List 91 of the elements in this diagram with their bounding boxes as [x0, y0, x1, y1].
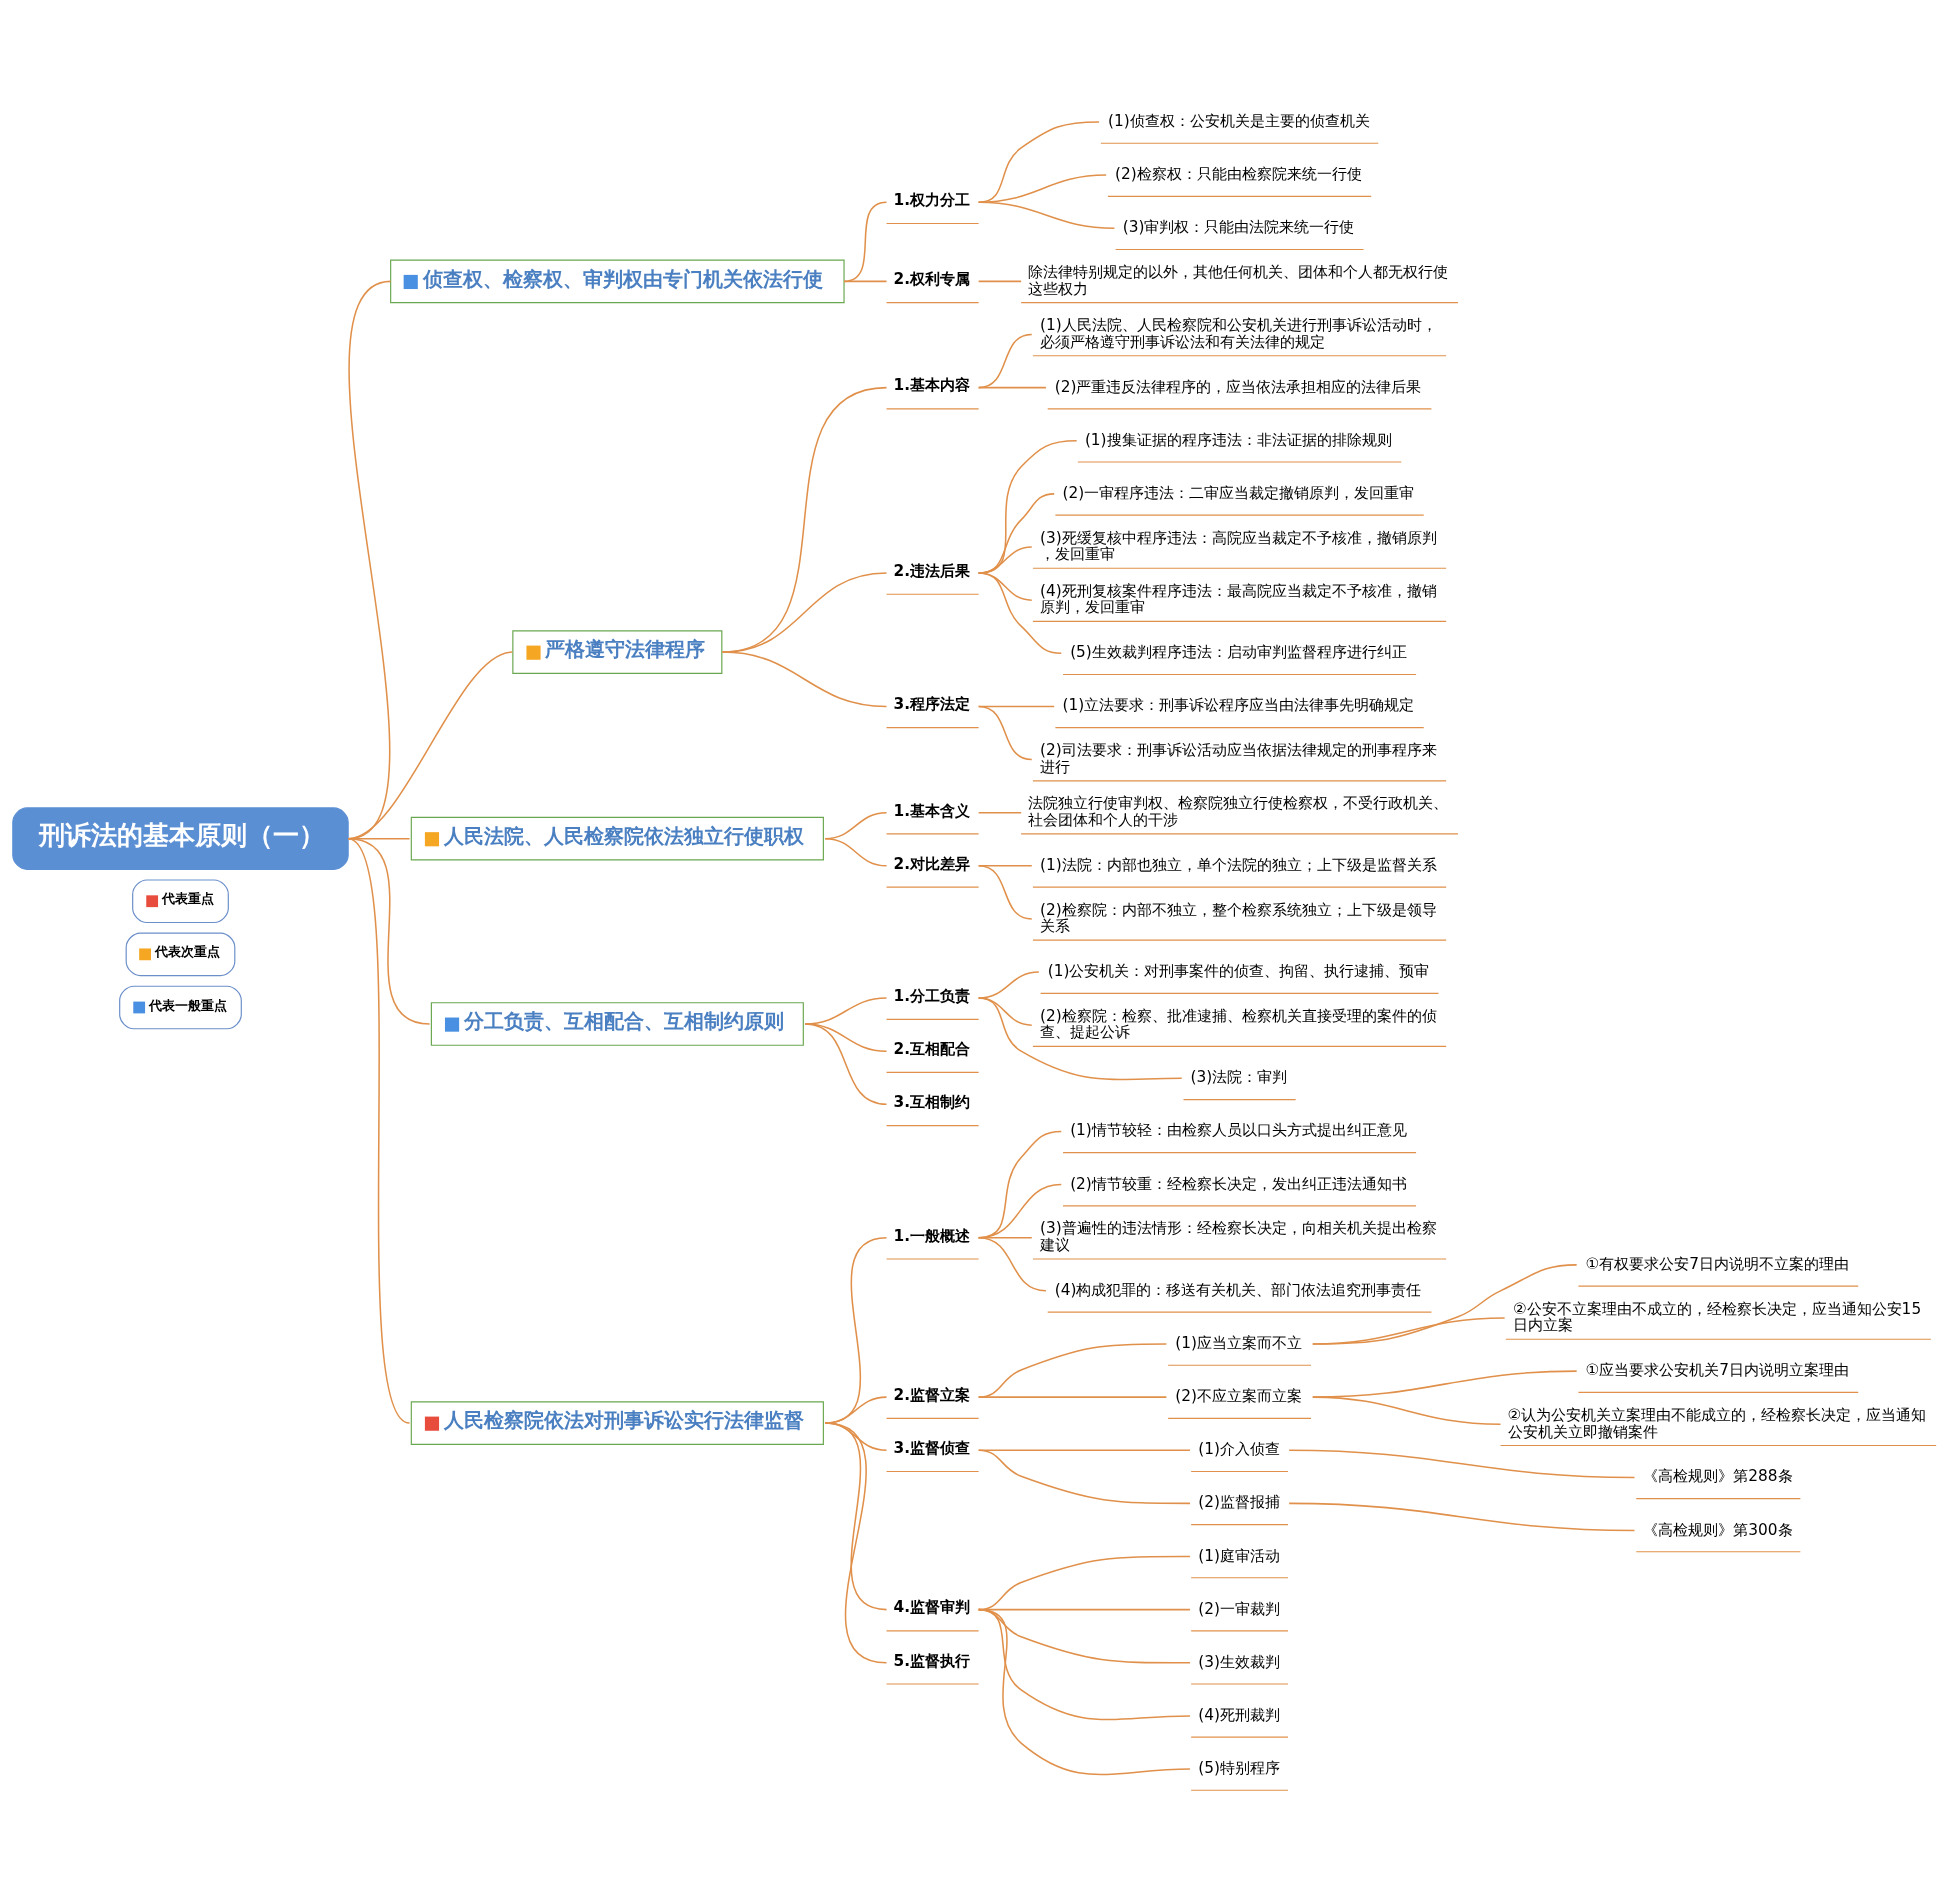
node-text: (2)检察权：只能由检察院来统一行使 — [1115, 165, 1362, 184]
node-text: 1.一般概述 — [893, 1226, 971, 1245]
legend-label: 代表一般重点 — [148, 997, 227, 1013]
connector — [721, 651, 888, 708]
connector — [1288, 1449, 1636, 1479]
node-text: 2.违法后果 — [893, 561, 971, 580]
node-box: 刑诉法的基本原则（一） — [12, 807, 349, 870]
connector — [977, 1236, 1047, 1292]
connector — [824, 1422, 888, 1664]
connector — [977, 1343, 1168, 1398]
node-text: 《高检规则》第288条 — [1643, 1467, 1793, 1486]
node-box: 分工负责、互相配合、互相制约原则 — [430, 1002, 804, 1046]
node-text: (2)监督报捕 — [1198, 1493, 1280, 1512]
node-text: (1)情节较轻：由检察人员以口头方式提出纠正意见 — [1070, 1121, 1407, 1140]
node-text: (5)特别程序 — [1198, 1759, 1280, 1778]
node-text: (1)人民法院、人民检察院和公安机关进行刑事诉讼活动时，必须严格遵守刑事诉讼法和有关法律的规定 — [1040, 316, 1437, 351]
node-box: 侦查权、检察权、审判权由专门机关依法行使 — [390, 259, 845, 304]
node-text: ①应当要求公安机关7日内说明立案理由 — [1585, 1361, 1849, 1380]
node-text: ②公安不立案理由不成立的，经检察长决定，应当通知公安15日内立案 — [1512, 1299, 1922, 1335]
node-text: 1.权力分工 — [893, 191, 971, 210]
node-text: (2)司法要求：刑事诉讼活动应当依据法律规定的刑事程序来进行 — [1040, 741, 1437, 776]
node-text: (3)审判权：只能由法院来统一行使 — [1122, 218, 1355, 237]
connector — [824, 837, 888, 867]
node-text: (2)不应立案而立案 — [1175, 1387, 1302, 1406]
connector — [347, 280, 392, 840]
connector — [1312, 1396, 1502, 1426]
node-text: 2.监督立案 — [893, 1385, 971, 1404]
connector — [977, 1608, 1191, 1776]
node-text: (3)死缓复核中程序违法：高院应当裁定不予核准，撤销原判，发回重审 — [1040, 528, 1437, 564]
node-text: (4)构成犯罪的：移送有关机关、部门依法追究刑事责任 — [1054, 1280, 1422, 1299]
node-text: 3.互相制约 — [893, 1093, 971, 1112]
connector — [977, 174, 1107, 204]
node-box: 严格遵守法律程序 — [512, 630, 723, 674]
node-text: ②认为公安机关立案理由不能成立的，经检察长决定，应当通知公安机关立即撤销案件 — [1507, 1406, 1927, 1441]
node-text: 5.监督执行 — [893, 1651, 971, 1670]
node-text: ①有权要求公安7日内说明不立案的理由 — [1585, 1254, 1849, 1273]
connector — [977, 201, 1116, 229]
node-text: 1.分工负责 — [893, 986, 971, 1005]
node-text: 2.互相配合 — [893, 1040, 971, 1058]
node-text: 2.权利专属 — [893, 270, 971, 289]
node-text: (5)生效裁判程序违法：启动审判监督程序进行纠正 — [1070, 643, 1407, 662]
node-text: 1.基本含义 — [893, 801, 971, 820]
node-text: 1.基本内容 — [893, 376, 971, 395]
node-box: 人民法院、人民检察院依法独立行使职权 — [410, 816, 824, 861]
node-text: (4)死刑裁判 — [1198, 1705, 1280, 1724]
connector — [977, 1608, 1191, 1721]
connector — [977, 386, 1047, 389]
connector — [977, 572, 1063, 655]
node-text: (1)庭审活动 — [1198, 1546, 1280, 1565]
node-text: (2)一审裁判 — [1198, 1599, 1280, 1618]
node-text: (2)情节较重：经检察长决定，发出纠正违法通知书 — [1070, 1174, 1407, 1193]
connector — [977, 865, 1033, 920]
node-text: 2.对比差异 — [893, 854, 971, 873]
connector — [843, 280, 888, 283]
node-text: (3)法院：审判 — [1190, 1068, 1288, 1087]
connector — [977, 1449, 1191, 1451]
connector — [347, 837, 411, 1424]
connector — [977, 997, 1183, 1081]
node-text: (2)严重违反法律程序的，应当依法承担相应的法律后果 — [1054, 377, 1422, 396]
connector — [977, 1449, 1191, 1505]
node-text: (2)检察院：内部不独立，整个检察系统独立；上下级是领导关系 — [1040, 900, 1437, 936]
node-text: (1)搜集证据的程序违法：非法证据的排除规则 — [1084, 430, 1392, 449]
node-text: (1)法院：内部也独立，单个法院的独立；上下级是监督关系 — [1040, 855, 1437, 874]
node-text: (2)一审程序违法：二审应当裁定撤销原判，发回重审 — [1062, 483, 1415, 502]
node-text: (1)立法要求：刑事诉讼程序应当由法律事先明确规定 — [1062, 696, 1415, 715]
connector — [977, 1396, 1168, 1398]
node-text: (2)检察院：检察、批准逮捕、检察机关直接受理的案件的侦查、提起公诉 — [1040, 1006, 1437, 1042]
node-text: (3)普遍性的违法情形：经检察长决定，向相关机关提出检察建议 — [1040, 1219, 1437, 1254]
node-text: 3.程序法定 — [893, 695, 971, 714]
connector — [804, 1023, 888, 1106]
connector — [977, 811, 1022, 814]
connector — [977, 280, 1022, 283]
connector — [1312, 1264, 1578, 1345]
node-text: (1)介入侦查 — [1198, 1440, 1280, 1459]
legend-label: 代表次重点 — [154, 944, 220, 960]
node-text: (1)侦查权：公安机关是主要的侦查机关 — [1107, 111, 1370, 130]
node-text: 《高检规则》第300条 — [1643, 1520, 1793, 1539]
node-text: 除法律特别规定的以外，其他任何机关、团体和个人都无权行使这些权力 — [1028, 263, 1449, 298]
node-text: (3)生效裁判 — [1198, 1652, 1280, 1671]
connector — [1288, 1502, 1636, 1532]
node-text: (1)公安机关：对刑事案件的侦查、拘留、执行逮捕、预审 — [1047, 962, 1430, 981]
connector — [843, 201, 888, 283]
node-box: 人民检察院依法对刑事诉讼实行法律监督 — [410, 1401, 824, 1445]
node-text: 3.监督侦查 — [893, 1439, 971, 1458]
node-text: (4)死刑复核案件程序违法：最高院应当裁定不予核准，撤销原判，发回重审 — [1040, 581, 1437, 617]
connector — [1312, 1317, 1506, 1345]
legend-label: 代表重点 — [161, 891, 214, 907]
node-text: 法院独立行使审判权、检察院独立行使检察权，不受行政机关、社会团体和个人的干涉 — [1028, 794, 1449, 829]
node-text: (1)应当立案而不立 — [1175, 1333, 1302, 1352]
connector — [977, 705, 1033, 761]
node-text: 4.监督审判 — [893, 1598, 971, 1617]
